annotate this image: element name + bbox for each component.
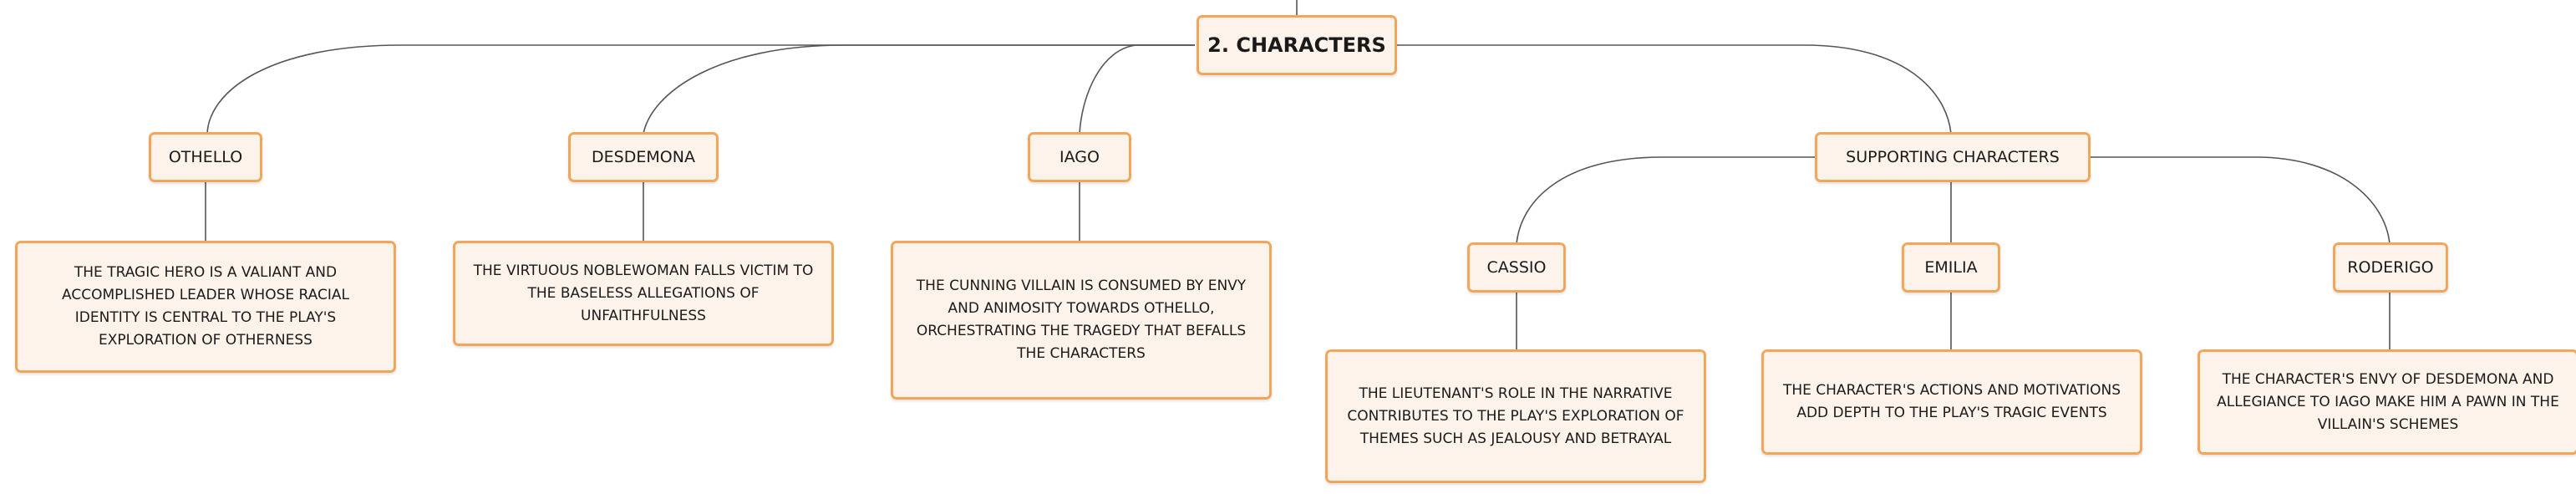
node-supporting-characters[interactable]: SUPPORTING CHARACTERS (1815, 132, 2091, 182)
node-iago[interactable]: IAGO (1028, 132, 1131, 182)
note-emilia[interactable]: THE CHARACTER'S ACTIONS AND MOTIVATIONS … (1761, 349, 2142, 455)
note-iago-text: THE CUNNING VILLAIN IS CONSUMED BY ENVY … (916, 278, 1247, 362)
node-iago-label: IAGO (1059, 148, 1100, 166)
connector-root-supporting (1397, 44, 1952, 135)
node-othello-label: OTHELLO (168, 148, 243, 166)
note-desdemona-text: THE VIRTUOUS NOBLEWOMAN FALLS VICTIM TO … (473, 262, 814, 324)
node-cassio[interactable]: CASSIO (1467, 242, 1566, 293)
node-roderigo-label: RODERIGO (2347, 258, 2434, 277)
connector-root-othello (206, 44, 1195, 135)
node-desdemona[interactable]: DESDEMONA (568, 132, 719, 182)
connector-supporting-roderigo (2089, 156, 2391, 245)
connector-root-iago (1079, 44, 1195, 135)
node-desdemona-label: DESDEMONA (592, 148, 695, 166)
root-node-characters[interactable]: 2. CHARACTERS (1197, 15, 1397, 75)
root-label: 2. CHARACTERS (1207, 33, 1386, 57)
note-roderigo-text: THE CHARACTER'S ENVY OF DESDEMONA AND AL… (2217, 370, 2559, 433)
node-emilia[interactable]: EMILIA (1902, 242, 2000, 293)
note-othello-text: THE TRAGIC HERO IS A VALIANT AND ACCOMPL… (62, 264, 349, 349)
node-roderigo[interactable]: RODERIGO (2333, 242, 2448, 293)
note-iago[interactable]: THE CUNNING VILLAIN IS CONSUMED BY ENVY … (891, 241, 1272, 400)
connector-root-desdemona (643, 44, 1195, 135)
connector-supporting-cassio (1516, 156, 1815, 245)
node-othello[interactable]: OTHELLO (149, 132, 262, 182)
node-cassio-label: CASSIO (1486, 258, 1547, 277)
node-supporting-characters-label: SUPPORTING CHARACTERS (1846, 148, 2060, 166)
note-roderigo[interactable]: THE CHARACTER'S ENVY OF DESDEMONA AND AL… (2197, 349, 2576, 455)
note-desdemona[interactable]: THE VIRTUOUS NOBLEWOMAN FALLS VICTIM TO … (453, 241, 834, 346)
note-cassio[interactable]: THE LIEUTENANT'S ROLE IN THE NARRATIVE C… (1325, 349, 1706, 483)
note-emilia-text: THE CHARACTER'S ACTIONS AND MOTIVATIONS … (1782, 382, 2121, 421)
note-othello[interactable]: THE TRAGIC HERO IS A VALIANT AND ACCOMPL… (15, 241, 396, 373)
node-emilia-label: EMILIA (1924, 258, 1978, 277)
note-cassio-text: THE LIEUTENANT'S ROLE IN THE NARRATIVE C… (1347, 385, 1684, 447)
